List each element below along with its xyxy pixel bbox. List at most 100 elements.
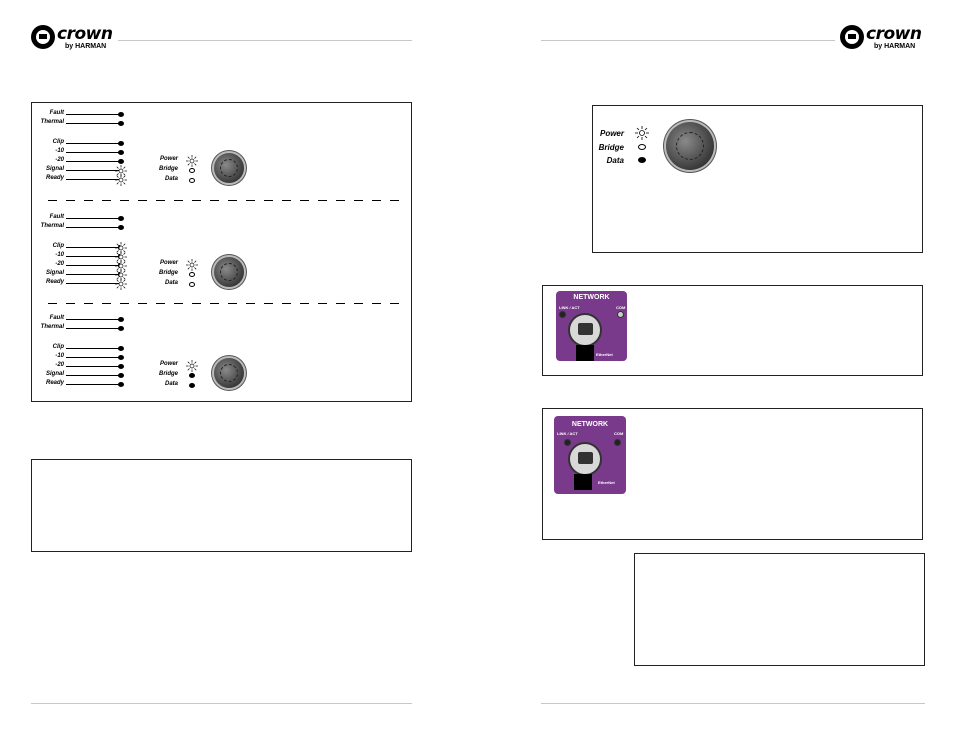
signal-label: Signal: [45, 270, 64, 276]
power-label: Power: [159, 156, 178, 162]
fault-label: Fault: [49, 214, 64, 220]
led-blink-icon: [115, 173, 127, 186]
power-led-blink-icon: [635, 126, 649, 140]
signal-label: Signal: [45, 166, 64, 172]
power-knob[interactable]: [214, 257, 244, 287]
ethernet-jack-icon: [568, 313, 602, 347]
led-flicker-icon: [115, 259, 127, 272]
m10-label: -10: [55, 148, 64, 154]
ethernet-jack-icon: [568, 442, 602, 476]
com-label: COM: [614, 431, 624, 436]
data-led: [189, 383, 195, 388]
bridge-led: [189, 272, 195, 277]
footer-rule-right: [541, 703, 925, 704]
leader-line: [66, 348, 120, 349]
state-divider: [48, 200, 400, 201]
led-flicker-icon: [115, 268, 127, 281]
leader-line: [66, 152, 120, 153]
led: [118, 373, 124, 378]
thermal-label: Thermal: [40, 223, 64, 229]
bridge-led: [189, 373, 195, 378]
m20-label: -20: [55, 362, 64, 368]
power-knob[interactable]: [214, 153, 244, 183]
leader-line: [66, 375, 120, 376]
indicator-diagram-box-2: [31, 459, 412, 552]
leader-line: [66, 274, 120, 275]
leader-line: [66, 170, 120, 171]
brand-name: crown: [57, 24, 113, 44]
data-led: [189, 282, 195, 287]
leader-line: [66, 384, 120, 385]
com-led: [617, 311, 624, 318]
ready-label: Ready: [45, 380, 64, 386]
power-label: Power: [159, 260, 178, 266]
com-led: [614, 439, 621, 446]
data-label: Data: [164, 176, 178, 182]
bridge-led: [189, 168, 195, 173]
link-act-led: [564, 439, 571, 446]
header-rule-right: [541, 40, 835, 41]
led: [118, 159, 124, 164]
data-label: Data: [164, 381, 178, 387]
jack-base: [574, 474, 592, 490]
fault-label: Fault: [49, 315, 64, 321]
power-knob[interactable]: [214, 358, 244, 388]
led: [118, 216, 124, 221]
led: [118, 355, 124, 360]
m20-label: -20: [55, 261, 64, 267]
thermal-label: Thermal: [40, 324, 64, 330]
leader-line: [66, 366, 120, 367]
led: [118, 346, 124, 351]
led: [118, 326, 124, 331]
network-panel: NETWORK LINK / ACT COM EtherNet: [554, 416, 626, 494]
bridge-led: [638, 144, 646, 150]
led: [118, 225, 124, 230]
led-blink-icon: [115, 277, 127, 290]
footer-rule-left: [31, 703, 412, 704]
led-flicker-icon: [115, 241, 127, 254]
leader-line: [66, 123, 120, 124]
leader-line: [66, 247, 120, 248]
m20-label: -20: [55, 157, 64, 163]
brand-byline: by HARMAN: [874, 43, 916, 50]
leader-line: [66, 283, 120, 284]
data-label: Data: [606, 156, 624, 165]
clip-label: Clip: [52, 344, 64, 350]
leader-line: [66, 161, 120, 162]
leader-line: [66, 114, 120, 115]
led: [118, 121, 124, 126]
crown-emblem-icon: [31, 25, 55, 49]
leader-line: [66, 319, 120, 320]
data-led: [638, 157, 646, 163]
note-box: [634, 553, 925, 666]
signal-label: Signal: [45, 371, 64, 377]
link-act-label: LINK / ACT: [559, 305, 580, 310]
clip-label: Clip: [52, 243, 64, 249]
link-act-label: LINK / ACT: [557, 431, 578, 436]
led: [118, 141, 124, 146]
leader-line: [66, 357, 120, 358]
leader-line: [66, 256, 120, 257]
led: [118, 112, 124, 117]
network-panel: NETWORK LINK / ACT COM EtherNet: [556, 291, 627, 361]
leader-line: [66, 179, 120, 180]
led-flicker-icon: [115, 250, 127, 263]
leader-line: [66, 218, 120, 219]
state-divider: [48, 303, 400, 304]
power-led-blink-icon: [186, 359, 198, 372]
ethernet-brand: EtherNet: [596, 352, 613, 357]
power-label: Power: [159, 361, 178, 367]
brand-byline: by HARMAN: [65, 43, 107, 50]
bridge-label: Bridge: [598, 143, 624, 152]
leader-line: [66, 143, 120, 144]
ready-label: Ready: [45, 175, 64, 181]
leader-line: [66, 328, 120, 329]
power-label: Power: [599, 129, 624, 138]
link-act-led: [559, 311, 566, 318]
led: [118, 150, 124, 155]
ethernet-brand: EtherNet: [598, 480, 615, 485]
crown-logo-left: crown by HARMAN: [31, 24, 121, 55]
power-knob[interactable]: [666, 122, 714, 170]
power-led-blink-icon: [186, 258, 198, 271]
leader-line: [66, 265, 120, 266]
